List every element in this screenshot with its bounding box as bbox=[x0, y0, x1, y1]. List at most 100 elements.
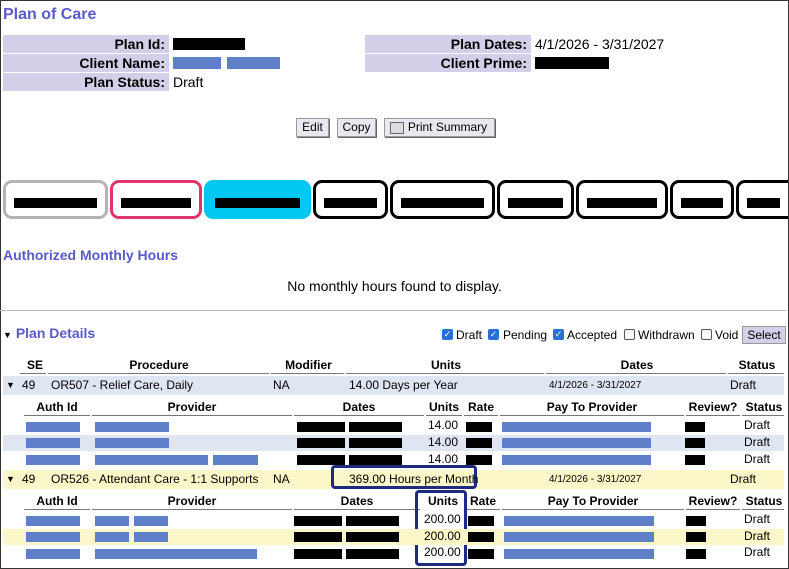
service-status: Draft bbox=[730, 378, 757, 392]
page-title: Plan of Care bbox=[3, 6, 97, 23]
redacted-field bbox=[346, 532, 399, 542]
header-underline bbox=[546, 373, 726, 374]
redacted-field bbox=[294, 516, 342, 526]
header-underline bbox=[464, 415, 498, 416]
filter-void-checkbox[interactable] bbox=[701, 329, 712, 340]
redacted-field bbox=[346, 516, 399, 526]
service-procedure: OR507 - Relief Care, Daily bbox=[51, 378, 194, 392]
redacted-field bbox=[297, 422, 345, 432]
redacted-client-prime bbox=[535, 57, 609, 69]
sub-header-pay-to: Pay To Provider bbox=[546, 400, 638, 414]
sub-header-pay-to: Pay To Provider bbox=[547, 494, 639, 508]
sub-header-status: Status bbox=[745, 400, 783, 414]
header-underline bbox=[742, 415, 784, 416]
plan-details-toggle[interactable]: ▼ Plan Details bbox=[3, 325, 95, 341]
redacted-field bbox=[213, 455, 258, 465]
header-underline bbox=[686, 509, 740, 510]
sub-header-review: Review? bbox=[688, 494, 738, 508]
header-underline bbox=[92, 415, 292, 416]
highlight-box-units bbox=[331, 465, 477, 489]
sub-header-dates: Dates bbox=[340, 494, 374, 508]
redacted-field bbox=[95, 438, 169, 448]
sub-header-units: Units bbox=[429, 400, 459, 414]
redacted-field bbox=[466, 438, 492, 448]
plan-id-label: Plan Id: bbox=[3, 35, 169, 53]
sub-header-rate: Rate bbox=[467, 400, 494, 414]
service-row-1[interactable] bbox=[3, 376, 784, 395]
header-underline bbox=[271, 373, 344, 374]
redacted-field bbox=[26, 422, 80, 432]
service-se: 49 bbox=[22, 472, 36, 486]
filter-withdrawn-label: Withdrawn bbox=[638, 328, 695, 342]
tab-pill-5[interactable] bbox=[390, 180, 495, 219]
redacted-field bbox=[686, 532, 706, 542]
header-underline bbox=[742, 509, 784, 510]
client-name-label: Client Name: bbox=[3, 54, 169, 72]
tab-pill-7[interactable] bbox=[576, 180, 668, 219]
tab-pill-1[interactable] bbox=[3, 180, 108, 219]
plan-dates-label: Plan Dates: bbox=[365, 35, 531, 53]
client-prime-label: Client Prime: bbox=[365, 54, 531, 72]
redacted-field bbox=[95, 455, 208, 465]
redacted-field bbox=[294, 549, 342, 559]
service-row-2[interactable] bbox=[3, 470, 784, 489]
service-procedure: OR526 - Attendant Care - 1:1 Supports bbox=[51, 472, 259, 486]
redacted-field bbox=[468, 516, 494, 526]
sub-header-status: Status bbox=[745, 494, 783, 508]
redacted-tab-label bbox=[121, 198, 191, 208]
service-dates: 4/1/2026 - 3/31/2027 bbox=[549, 474, 642, 485]
service-modifier: NA bbox=[273, 472, 290, 486]
filter-accepted-checkbox[interactable]: ✓ bbox=[553, 329, 564, 340]
redacted-field bbox=[297, 438, 345, 448]
filter-withdrawn-checkbox[interactable] bbox=[624, 329, 635, 340]
redacted-field bbox=[26, 455, 80, 465]
auth-units: 14.00 bbox=[428, 435, 459, 449]
redacted-field bbox=[685, 455, 705, 465]
sub-header-auth-id: Auth Id bbox=[36, 494, 78, 508]
header-underline bbox=[20, 373, 46, 374]
plan-id-value bbox=[173, 35, 245, 53]
col-header-modifier: Modifier bbox=[285, 358, 332, 372]
expand-triangle-icon[interactable]: ▼ bbox=[6, 380, 15, 390]
tab-pill-9[interactable] bbox=[736, 180, 788, 219]
header-underline bbox=[426, 415, 462, 416]
sub-header-dates: Dates bbox=[342, 400, 376, 414]
redacted-tab-label bbox=[14, 198, 97, 208]
header-underline bbox=[294, 509, 420, 510]
print-summary-button[interactable]: Print Summary bbox=[384, 118, 495, 137]
redacted-field bbox=[26, 549, 80, 559]
client-prime-value bbox=[535, 54, 609, 72]
redacted-field bbox=[346, 549, 399, 559]
redacted-field bbox=[95, 549, 257, 559]
col-header-dates: Dates bbox=[620, 358, 654, 372]
service-se: 49 bbox=[22, 378, 36, 392]
redacted-field bbox=[685, 438, 705, 448]
redacted-field bbox=[26, 438, 80, 448]
col-header-units: Units bbox=[431, 358, 461, 372]
redacted-field bbox=[349, 422, 402, 432]
filter-pending-checkbox[interactable]: ✓ bbox=[488, 329, 499, 340]
service-units: 14.00 Days per Year bbox=[349, 378, 458, 392]
select-button[interactable]: Select bbox=[742, 326, 786, 344]
tab-pill-6[interactable] bbox=[497, 180, 574, 219]
edit-button[interactable]: Edit bbox=[296, 118, 329, 137]
filter-draft-checkbox[interactable]: ✓ bbox=[442, 329, 453, 340]
header-underline bbox=[466, 509, 500, 510]
redacted-field bbox=[504, 516, 654, 526]
header-underline bbox=[686, 415, 740, 416]
tab-pill-8[interactable] bbox=[670, 180, 734, 219]
service-dates: 4/1/2026 - 3/31/2027 bbox=[549, 380, 642, 391]
redacted-field bbox=[466, 422, 492, 432]
redacted-field bbox=[297, 455, 345, 465]
header-underline bbox=[24, 415, 90, 416]
copy-button[interactable]: Copy bbox=[337, 118, 376, 137]
tab-pill-4[interactable] bbox=[313, 180, 388, 219]
header-underline bbox=[294, 415, 424, 416]
tab-pill-2[interactable] bbox=[110, 180, 202, 219]
tab-pill-3-active[interactable] bbox=[204, 180, 311, 219]
header-underline bbox=[346, 373, 544, 374]
expand-triangle-icon[interactable]: ▼ bbox=[6, 474, 15, 484]
redacted-field bbox=[468, 532, 494, 542]
sub-header-provider: Provider bbox=[167, 400, 217, 414]
monthly-hours-empty-message: No monthly hours found to display. bbox=[287, 278, 502, 294]
